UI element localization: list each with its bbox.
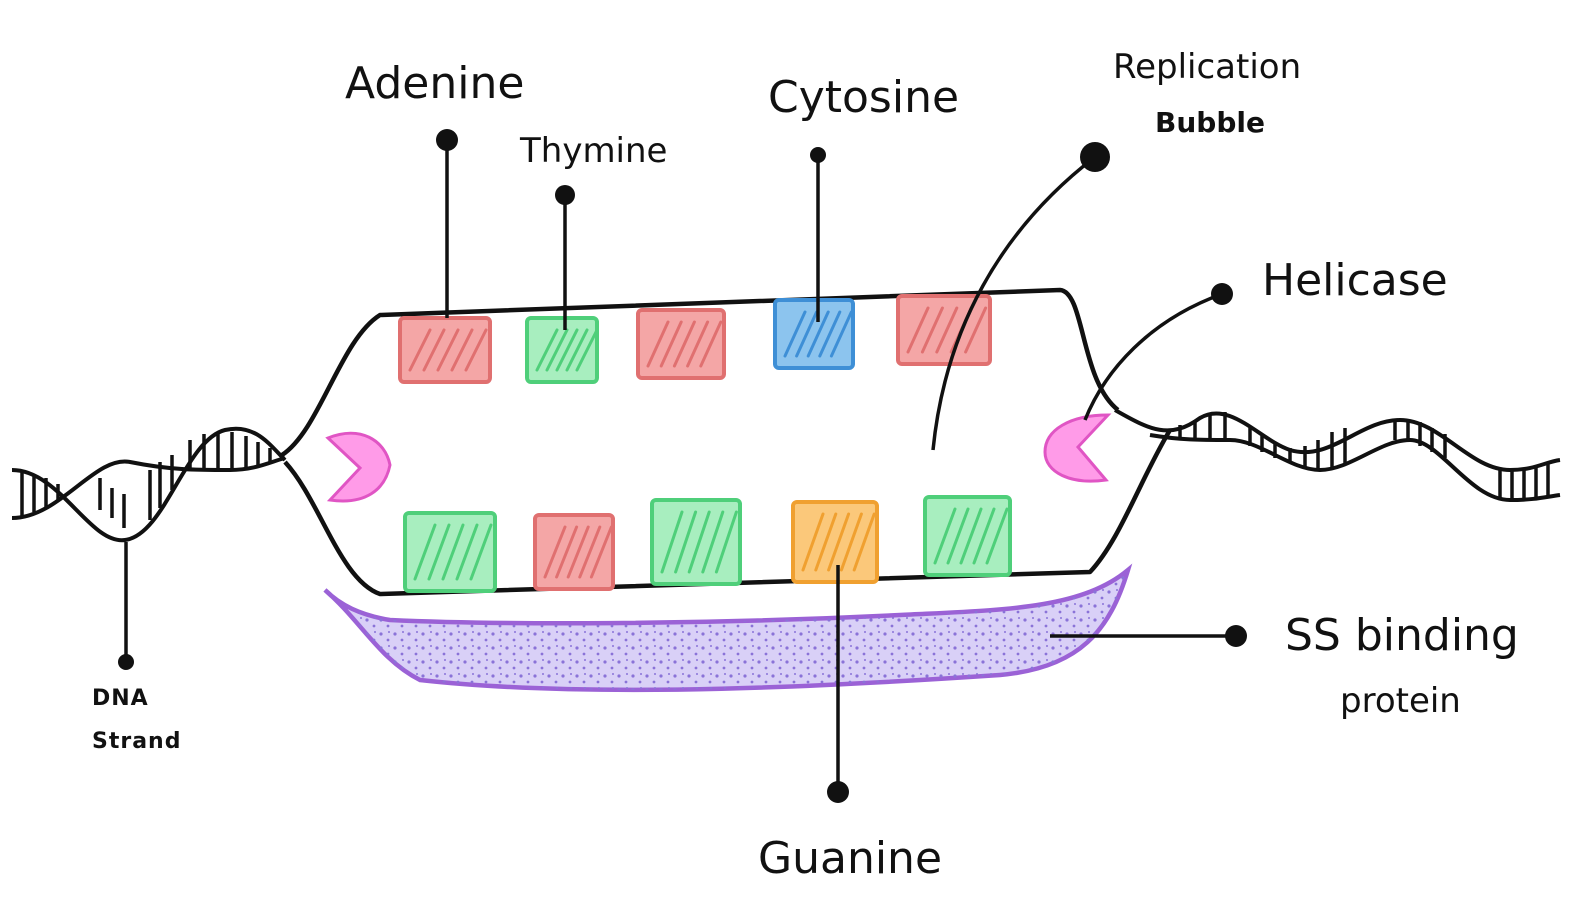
ss-binding-protein-dots [325,570,1128,690]
bottom-base-hatch [469,523,493,581]
top-base-hatch [806,310,830,358]
top-base-hatch [906,306,930,354]
helicase-label: Helicase [1262,255,1448,306]
top-base-hatch [565,328,589,372]
adenine-label: Adenine [345,58,524,109]
bottom-base-hatch [455,523,479,581]
top-base-hatch [964,306,988,354]
bottom-base-hatch [566,525,590,579]
top-base-hatch [555,328,579,372]
bottom-base-hatch [801,512,825,572]
bottom-base-hatch [827,512,851,572]
bottom-base-hatch [701,510,725,574]
leader-dots [118,129,1247,803]
dna-strand-label-line2: Strand [92,729,181,754]
bottom-base-hatch [674,510,698,574]
bottom-base-hatch [660,510,684,574]
top-base-hatch [464,328,488,372]
leader-lines [124,140,1233,790]
dna-helix-right [1114,408,1561,503]
replication-bubble-label-line1: Replication [1113,47,1301,87]
top-base-hatch [699,320,723,368]
bottom-base-hatch [543,525,567,579]
guanine-label: Guanine [758,833,942,884]
top-base-hatch [545,328,569,372]
bottom-base-hatch [441,523,465,581]
dna-strand-label-line1: DNA [92,686,149,711]
top-base-hatch [575,328,599,372]
top-base-hatch [422,328,446,372]
helicase-left-icon [325,431,392,503]
top-base-hatch [935,306,959,354]
top-base-hatch [646,320,670,368]
top-base-hatch [672,320,696,368]
replication-bubble-label-line2: Bubble [1155,106,1265,139]
bottom-base-hatch [972,507,996,565]
bottom-base-hatch [578,525,602,579]
bottom-base-hatch [687,510,711,574]
top-base-hatch [408,328,432,372]
bottom-base-hatch [985,507,1009,565]
bottom-base-hatch [589,525,613,579]
top-base-hatch [818,310,842,358]
bottom-base-hatch [933,507,957,565]
ss-binding-protein-label-line2: protein [1340,681,1461,721]
bottom-base-hatch [555,525,579,579]
top-base-hatch [535,328,559,372]
ss-binding-protein-label-line1: SS binding [1285,610,1519,661]
replication-bubble-outline-bottom [283,428,1172,597]
top-base-hatch [659,320,683,368]
bottom-base-hatch [959,507,983,565]
top-strand-bases [398,294,992,384]
bottom-base-hatch [714,510,738,574]
bottom-base-hatch [946,507,970,565]
cytosine-label: Cytosine [768,72,959,123]
top-base-hatch [795,310,819,358]
top-base-hatch [450,328,474,372]
top-base-hatch [436,328,460,372]
top-base-hatch [783,310,807,358]
top-base-hatch [920,306,944,354]
bottom-base-hatch [839,512,863,572]
top-base-hatch [829,310,853,358]
bottom-base-hatch [413,523,437,581]
top-base-hatch [686,320,710,368]
bottom-base-hatch [852,512,876,572]
thymine-label: Thymine [519,131,667,171]
helicase-right-icon [1043,413,1112,483]
bottom-base-hatch [427,523,451,581]
bottom-base-hatch [814,512,838,572]
dna-helix-left [11,426,287,543]
replication-bubble-outline [280,287,1120,457]
bottom-strand-bases [403,495,1012,593]
